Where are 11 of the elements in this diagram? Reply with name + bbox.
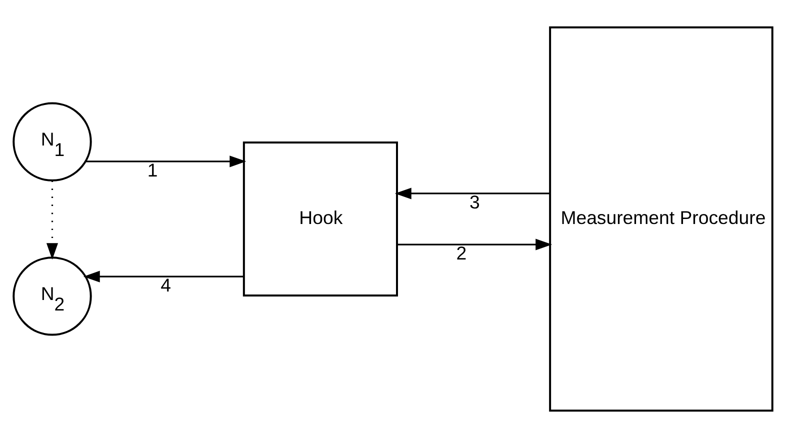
arrow [394,187,550,199]
arrow [397,238,552,250]
node-box: Hook [242,140,398,296]
edge-label: 3 [469,190,480,212]
edge-label: 4 [160,274,172,295]
edge-label: 2 [456,242,467,263]
arrow [86,155,246,167]
arrow [83,270,244,282]
arrow [46,180,58,260]
edge-label: 1 [147,158,158,180]
node-box: Measurement Procedure [549,26,774,412]
